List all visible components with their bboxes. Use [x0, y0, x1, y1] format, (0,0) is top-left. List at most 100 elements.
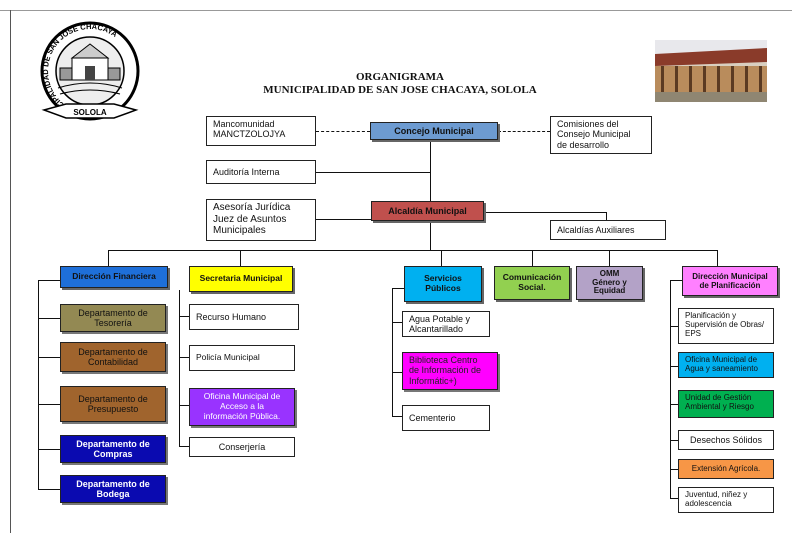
- box-secretaria-municipal: Secretaria Municipal: [189, 266, 293, 292]
- agua-line-1: Agua Potable y: [409, 314, 471, 324]
- box-direccion-financiera: Dirección Financiera: [60, 266, 168, 288]
- desechos-label: Desechos Sólidos: [689, 434, 763, 445]
- box-comisiones: Comisiones del Consejo Municipal de desa…: [550, 116, 652, 154]
- biblioteca-line-3: Informátic+): [409, 375, 457, 386]
- box-recurso-humano: Recurso Humano: [189, 304, 299, 330]
- cementerio-label: Cementerio: [409, 412, 456, 423]
- biblioteca-line-1: Biblioteca Centro: [409, 355, 478, 365]
- comisiones-line-3: de desarrollo: [557, 139, 610, 150]
- comisiones-line-1: Comisiones del: [557, 119, 619, 129]
- connector-auditoria: [316, 172, 431, 173]
- drop-secretaria: [240, 250, 241, 266]
- ambiental-line-1: Unidad de Gestión: [685, 393, 752, 402]
- tick-fin-3: [38, 404, 60, 405]
- asesoria-line-2: Juez de Asuntos: [213, 213, 287, 225]
- chart-subtitle: MUNICIPALIDAD DE SAN JOSE CHACAYA, SOLOL…: [263, 84, 537, 96]
- plan-sup-line-3: EPS: [685, 329, 702, 339]
- drop-servicios: [441, 250, 442, 266]
- tree-planificacion: [670, 280, 671, 498]
- box-desechos-solidos: Desechos Sólidos: [678, 430, 774, 450]
- box-concejo-municipal: Concejo Municipal: [370, 122, 498, 140]
- connector-auxiliares-drop: [606, 212, 607, 222]
- tick-plan-3: [670, 404, 678, 405]
- box-mancomunidad: Mancomunidad MANCTZOLOJYA: [206, 116, 316, 146]
- tick-sec-3: [179, 446, 189, 447]
- policia-label: Policía Municipal: [196, 352, 260, 363]
- box-alcaldia-municipal: Alcaldía Municipal: [371, 201, 484, 221]
- tick-plan-4: [670, 440, 678, 441]
- secretaria-header-label: Secretaria Municipal: [199, 273, 283, 284]
- presupuesto-line-1: Departamento de: [78, 393, 148, 404]
- servicios-header-line-2: Públicos: [425, 283, 461, 293]
- tick-serv-3: [392, 416, 402, 417]
- tree-financiera: [38, 280, 39, 490]
- acceso-line-2: Acceso a la: [220, 401, 264, 412]
- auxiliares-label: Alcaldías Auxiliares: [557, 224, 635, 235]
- tick-fin-0: [38, 280, 60, 281]
- ambiental-line-2: Ambiental y Riesgo: [685, 402, 754, 412]
- comunicacion-line-1: Comunicación: [502, 272, 562, 283]
- horizontal-branch-line: [108, 250, 718, 251]
- acceso-line-3: información Pública.: [203, 410, 281, 421]
- omm-line-1: OMM: [599, 269, 620, 279]
- drop-financiera: [108, 250, 109, 266]
- asesoria-line-1: Asesoría Jurídica: [213, 202, 291, 213]
- tick-fin-5: [38, 489, 60, 490]
- box-auditoria: Auditoría Interna: [206, 160, 316, 184]
- presupuesto-line-2: Presupuesto: [87, 404, 139, 414]
- main-vertical-line: [430, 140, 431, 250]
- tick-plan-1: [670, 326, 678, 327]
- auditoria-label: Auditoría Interna: [213, 166, 280, 177]
- box-planificacion-supervision: Planificación y Supervisión de Obras/ EP…: [678, 308, 774, 344]
- municipal-building-photo: [655, 40, 767, 102]
- box-extension-agricola: Extensión Agrícola.: [678, 459, 774, 479]
- tick-plan-6: [670, 498, 678, 499]
- chart-title: ORGANIGRAMA: [356, 71, 444, 83]
- drop-planificacion: [717, 250, 718, 266]
- dashed-connector-mancomunidad: [316, 131, 370, 132]
- drop-omm: [609, 250, 610, 266]
- dashed-connector-comisiones: [498, 131, 550, 132]
- tick-fin-2: [38, 357, 60, 358]
- tick-plan-0: [670, 280, 682, 281]
- acceso-line-1: Oficina Municipal de: [203, 391, 281, 402]
- compras-line-1: Departamento de: [76, 438, 150, 449]
- agua-san-line-1: Oficina Municipal de: [685, 355, 758, 364]
- planificacion-header-line-1: Dirección Municipal: [692, 271, 768, 281]
- box-cementerio: Cementerio: [402, 405, 490, 431]
- omm-line-3: Equidad: [593, 286, 626, 296]
- box-agua-saneamiento: Oficina Municipal de Agua y saneamiento: [678, 352, 774, 378]
- box-juventud: Juventud, niñez y adolescencia: [678, 487, 774, 513]
- box-gestion-ambiental: Unidad de Gestión Ambiental y Riesgo: [678, 390, 774, 418]
- extension-label: Extensión Agrícola.: [691, 464, 761, 474]
- conserjeria-label: Conserjería: [218, 441, 266, 452]
- tick-sec-1: [179, 357, 189, 358]
- mancomunidad-line-2: MANCTZOLOJYA: [213, 129, 286, 140]
- contabilidad-line-1: Departamento de: [78, 346, 148, 357]
- tick-plan-2: [670, 366, 678, 367]
- bodega-line-2: Bodega: [96, 489, 130, 499]
- financiera-header-label: Dirección Financiera: [72, 271, 156, 282]
- biblioteca-line-2: de Información de: [409, 365, 482, 376]
- plan-sup-line-1: Planificación y: [685, 311, 737, 320]
- tick-serv-1: [392, 322, 402, 323]
- box-asesoria: Asesoría Jurídica Juez de Asuntos Munici…: [206, 199, 316, 241]
- connector-auxiliares: [484, 212, 606, 213]
- tick-fin-4: [38, 449, 60, 450]
- tick-sec-2: [179, 405, 189, 406]
- tree-servicios: [392, 288, 393, 416]
- contabilidad-line-2: Contabilidad: [87, 357, 139, 367]
- seal-ribbon-text: SOLOLA: [73, 108, 107, 117]
- juventud-line-1: Juventud, niñez y: [685, 490, 748, 499]
- servicios-header-line-1: Servicios: [424, 273, 462, 284]
